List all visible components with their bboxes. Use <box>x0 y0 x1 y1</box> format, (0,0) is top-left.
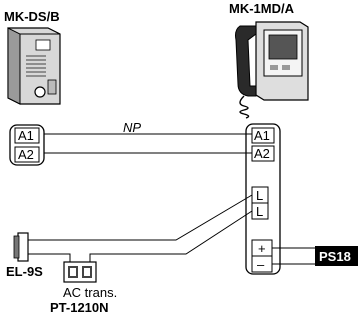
electric-lock-icon <box>13 232 34 262</box>
door-station-terminal-block: A1 A2 <box>9 124 45 166</box>
ac-transformer-icon <box>63 261 97 283</box>
transformer-model: PT-1210N <box>50 300 109 315</box>
terminal-minus: – <box>257 257 265 272</box>
lock-wires <box>34 194 253 266</box>
video-intercom-handset-icon <box>235 21 309 119</box>
terminal-l2: L <box>256 204 263 219</box>
terminal-l1: L <box>256 188 263 203</box>
terminal-a1-right: A1 <box>254 128 270 143</box>
terminal-a2-left: A2 <box>18 147 34 162</box>
door-station: MK-DS/B <box>4 9 61 105</box>
master-station-label: MK-1MD/A <box>229 1 295 16</box>
power-supply-label: PS18 <box>319 249 351 264</box>
door-station-label: MK-DS/B <box>4 9 60 24</box>
master-station-terminal-block: A1 A2 L L + – <box>245 123 281 275</box>
np-cable <box>44 133 252 154</box>
door-release-label: EL-9S <box>6 264 43 279</box>
terminal-plus: + <box>258 241 266 256</box>
master-station: MK-1MD/A <box>229 1 309 119</box>
terminal-a1-left: A1 <box>18 128 34 143</box>
power-wires <box>272 247 315 265</box>
transformer-label: AC trans. <box>63 285 117 300</box>
door-station-icon <box>7 27 61 105</box>
power-supply: PS18 <box>315 246 358 266</box>
cable-label: NP <box>123 120 141 135</box>
terminal-a2-right: A2 <box>254 146 270 161</box>
